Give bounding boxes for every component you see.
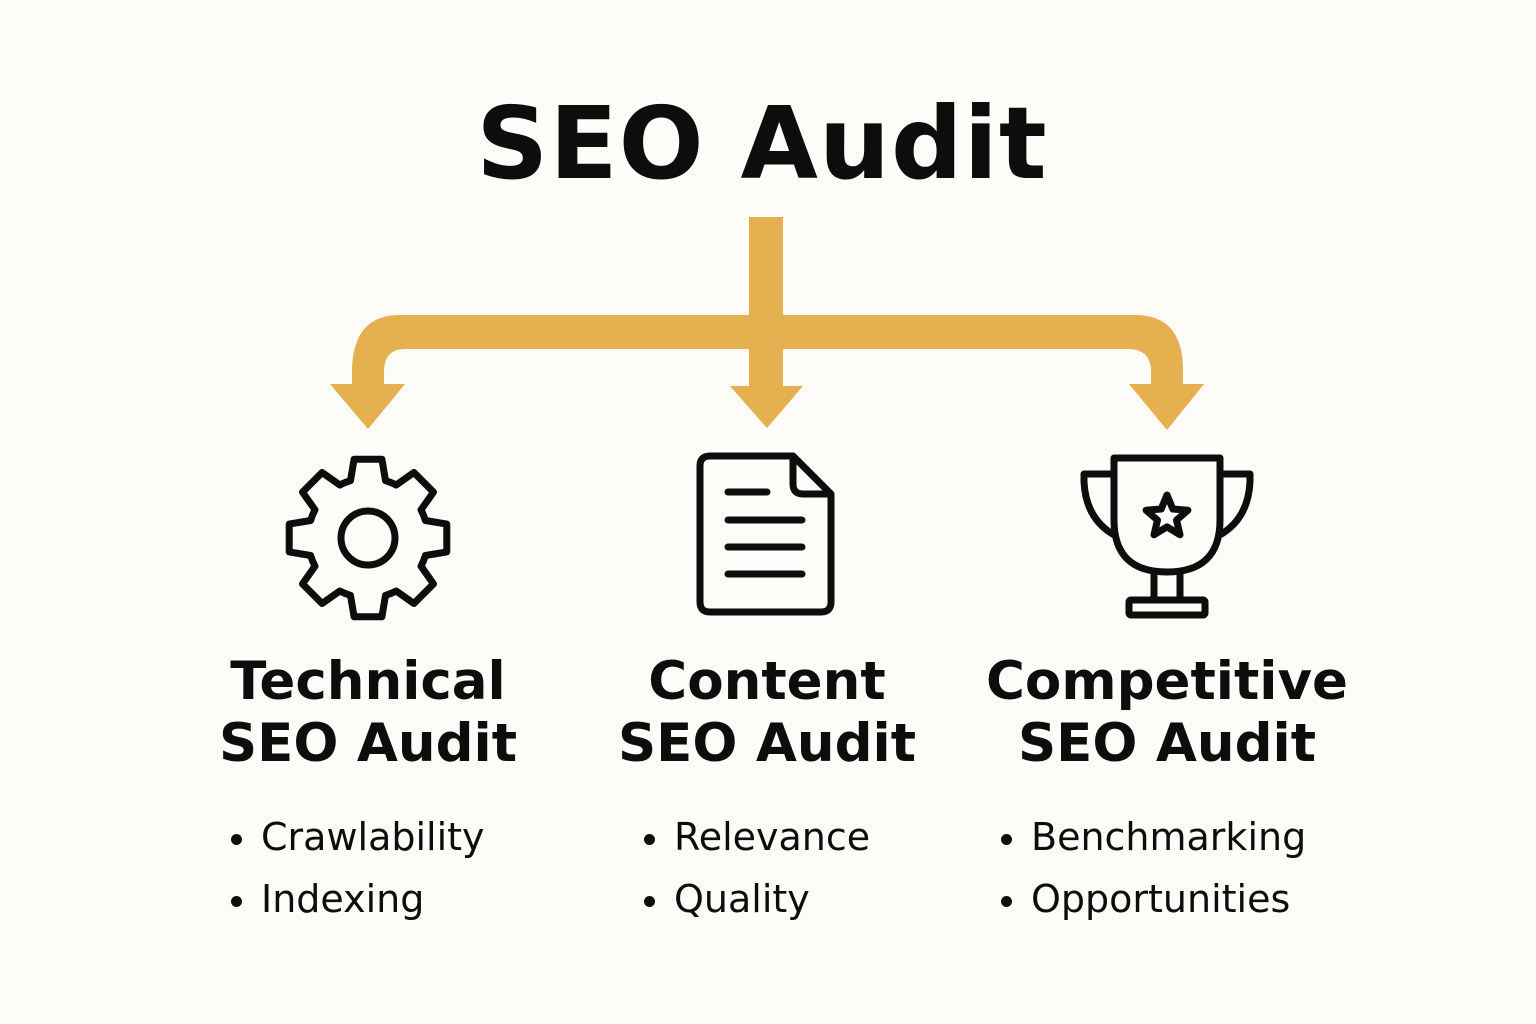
list-item: Relevance xyxy=(644,806,870,868)
arrowhead-center xyxy=(730,386,803,428)
document-icon xyxy=(696,452,835,616)
trophy-icon xyxy=(1080,454,1254,619)
center-stem xyxy=(749,217,783,389)
bullet-dot-icon xyxy=(644,834,655,845)
list-item: Benchmarking xyxy=(1001,806,1306,868)
list-item: Indexing xyxy=(231,868,485,930)
diagram-title: SEO Audit xyxy=(476,85,1048,202)
heading-line-1: Competitive xyxy=(986,651,1348,712)
list-item: Quality xyxy=(644,868,870,930)
arrowhead-right xyxy=(1129,384,1204,430)
horizontal-branch-bar xyxy=(352,315,1183,388)
bullet-dot-icon xyxy=(231,834,242,845)
gear-icon xyxy=(285,455,451,621)
list-item: Crawlability xyxy=(231,806,485,868)
competitive-audit-heading: Competitive SEO Audit xyxy=(957,651,1377,775)
heading-line-2: SEO Audit xyxy=(1017,713,1317,774)
technical-audit-bullets: Crawlability Indexing xyxy=(231,806,485,930)
heading-line-2: SEO Audit xyxy=(617,713,917,774)
heading-line-2: SEO Audit xyxy=(218,713,518,774)
bullet-dot-icon xyxy=(231,896,242,907)
bullet-dot-icon xyxy=(1001,896,1012,907)
list-item: Opportunities xyxy=(1001,868,1306,930)
heading-line-1: Technical xyxy=(230,651,506,712)
arrowhead-left xyxy=(330,384,405,429)
bullet-dot-icon xyxy=(644,896,655,907)
technical-audit-heading: Technical SEO Audit xyxy=(158,651,578,775)
competitive-audit-bullets: Benchmarking Opportunities xyxy=(1001,806,1306,930)
content-audit-heading: Content SEO Audit xyxy=(557,651,977,775)
heading-line-1: Content xyxy=(648,651,886,712)
bullet-dot-icon xyxy=(1001,834,1012,845)
content-audit-bullets: Relevance Quality xyxy=(644,806,870,930)
